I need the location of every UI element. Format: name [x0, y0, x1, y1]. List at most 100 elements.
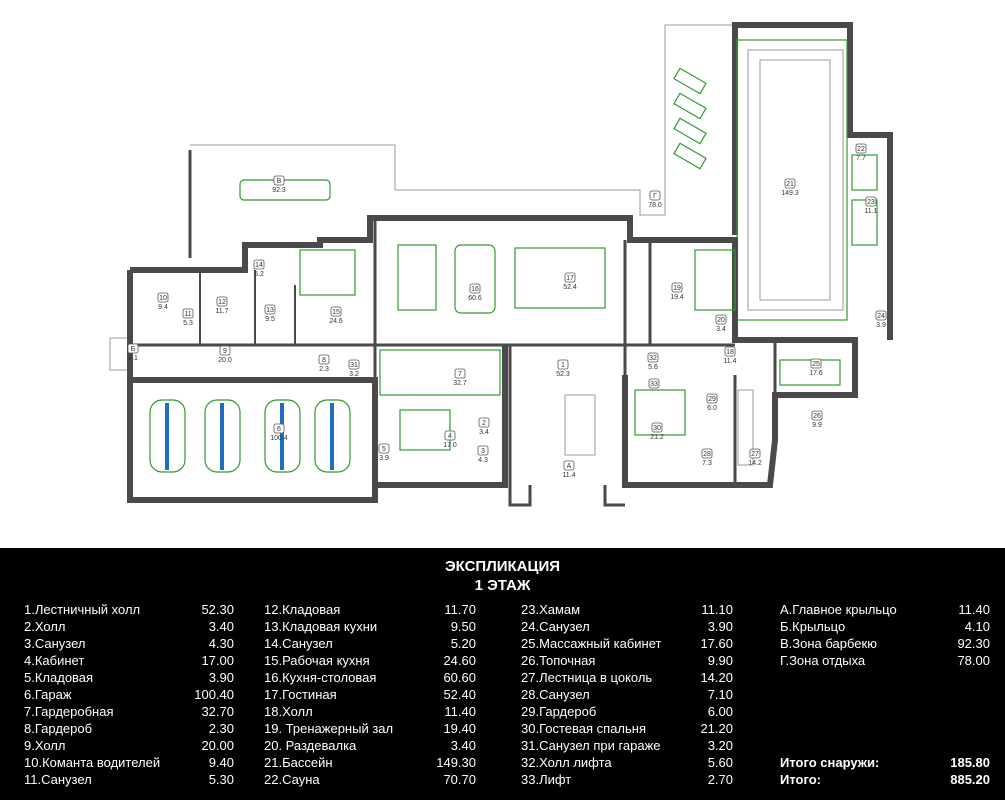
room-area-label: 17.6 — [809, 370, 823, 377]
room-area: 19.40 — [443, 721, 476, 736]
room-name: 15.Рабочая кухня — [264, 653, 370, 668]
room-area-label: 92.3 — [272, 187, 286, 194]
room-tag: 417.0 — [443, 430, 457, 449]
room-area: 9.40 — [208, 755, 234, 770]
room-area: 24.60 — [443, 653, 476, 668]
room-tag-box — [671, 282, 683, 293]
room-area: 70.70 — [443, 772, 476, 787]
room-area: 52.30 — [201, 602, 234, 617]
room-tag-box — [273, 423, 285, 434]
room-name: 5.Кладовая — [24, 670, 94, 685]
room-number: 8 — [322, 357, 326, 364]
room-tags: В92.3Г78.021149.3227.72311.1243.9109.411… — [127, 143, 887, 479]
room-area: 52.40 — [443, 687, 476, 702]
room-area: 11.40 — [444, 704, 476, 719]
stairs — [564, 389, 754, 466]
room-area: 5.20 — [450, 636, 476, 651]
terrace-outlines — [109, 24, 735, 371]
room-tag-box — [318, 354, 330, 365]
room-tag: 203.4 — [715, 314, 727, 333]
room-number: 1 — [561, 362, 565, 369]
room-tag: 313.2 — [348, 359, 360, 378]
room-name: 26.Топочная — [521, 653, 596, 668]
room-number: 17 — [566, 275, 574, 282]
room-tag: Б4.1 — [127, 343, 139, 362]
legend-title: ЭКСПЛИКАЦИЯ — [444, 558, 561, 575]
furniture — [299, 244, 841, 451]
room-area: 7.10 — [707, 687, 733, 702]
room-tag: 139.5 — [264, 304, 276, 323]
legend-subtitle: 1 ЭТАЖ — [474, 577, 531, 594]
room-tag: Г78.0 — [648, 190, 662, 209]
room-tag-box — [563, 460, 575, 471]
room-number: 13 — [266, 307, 274, 314]
room-area-label: 21.2 — [650, 434, 664, 441]
room-name: В.Зона барбекю — [780, 636, 877, 651]
room-tag-box — [810, 358, 822, 369]
room-number: 12 — [218, 299, 226, 306]
room-tag-box — [216, 296, 228, 307]
room-tag: 152.3 — [556, 359, 570, 378]
room-area: 11.40 — [958, 602, 990, 617]
room-area-label: 3.2 — [349, 371, 359, 378]
room-tag-box — [127, 343, 139, 354]
room-area-label: 11.1 — [864, 208, 877, 215]
room-tag-box — [157, 292, 169, 303]
room-area-label: 9.9 — [812, 422, 822, 429]
room-name: Г.Зона отдыха — [780, 653, 866, 668]
room-area: 11.70 — [444, 602, 476, 617]
room-number: Б — [131, 346, 136, 353]
room-tag-box — [273, 175, 285, 186]
room-area-label: 17.0 — [443, 442, 457, 449]
room-number: 18 — [726, 349, 734, 356]
room-tag: В92.3 — [272, 175, 286, 194]
room-name: 20. Раздевалка — [264, 738, 357, 753]
walls — [127, 215, 858, 507]
room-tag-box — [784, 178, 796, 189]
room-name: 3.Санузел — [24, 636, 86, 651]
room-number: 30 — [653, 425, 661, 432]
room-name: А.Главное крыльцо — [780, 602, 897, 617]
total-outside-row: Итого снаружи: 185.80 — [780, 754, 990, 771]
room-area-label: 7.3 — [702, 460, 712, 467]
total-outside-label: Итого снаружи: — [780, 755, 880, 770]
room-number: 33 — [650, 381, 658, 388]
room-number: 5 — [382, 446, 386, 453]
room-name: 22.Сауна — [264, 772, 320, 787]
room-tag-box — [444, 430, 456, 441]
room-area: 9.50 — [450, 619, 476, 634]
room-name: 31.Санузел при гараже — [521, 738, 661, 753]
room-area: 92.30 — [957, 636, 990, 651]
room-area: 60.60 — [443, 670, 476, 685]
room-tag-box — [875, 310, 887, 321]
room-tag-box — [348, 359, 360, 370]
room-area: 149.30 — [436, 755, 476, 770]
room-name: 9.Холл — [24, 738, 66, 753]
room-tag: 109.4 — [157, 292, 169, 311]
room-number: 14 — [255, 262, 263, 269]
room-name: 19. Тренажерный зал — [264, 721, 394, 736]
room-area-label: 4.3 — [478, 457, 488, 464]
room-area-label: 11.4 — [562, 472, 575, 479]
